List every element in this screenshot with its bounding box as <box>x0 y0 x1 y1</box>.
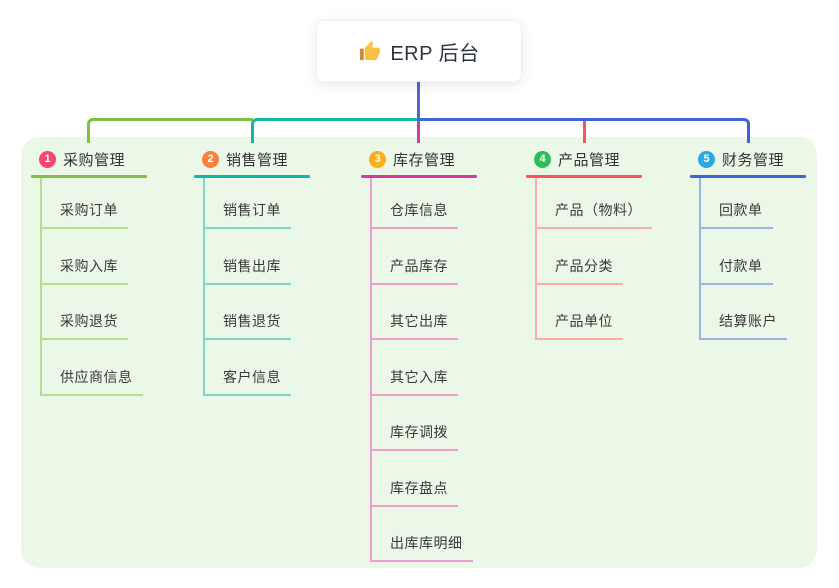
node-sales-order[interactable]: 销售订单 <box>205 178 291 229</box>
node-purchase-order[interactable]: 采购订单 <box>42 178 128 229</box>
root-title: ERP 后台 <box>390 42 480 65</box>
node-sales-outbound[interactable]: 销售出库 <box>205 229 291 285</box>
node-label: 产品库存 <box>390 257 448 274</box>
node-label: 仓库信息 <box>390 202 448 218</box>
priority-badge-1: 1 <box>39 150 56 168</box>
connector-branch5-elbow <box>417 118 750 143</box>
node-stock-taking[interactable]: 库存盘点 <box>372 451 458 507</box>
thumbs-up-icon <box>360 40 381 60</box>
branches-panel <box>21 137 817 568</box>
node-label: 销售退货 <box>223 313 281 329</box>
node-label: 产品（物料） <box>555 202 642 218</box>
branch-sales-management: 2 销售管理 销售订单 销售出库 销售退货 客户信息 <box>194 143 310 396</box>
node-sales-return[interactable]: 销售退货 <box>205 285 291 340</box>
node-label: 采购退货 <box>60 313 118 329</box>
branch-header-product[interactable]: 4 产品管理 <box>526 143 642 175</box>
branch-children: 仓库信息 产品库存 其它出库 其它入库 库存调拨 库存盘点 出库库明细 <box>370 178 477 562</box>
branch-inventory-management: 3 库存管理 仓库信息 产品库存 其它出库 其它入库 库存调拨 库存盘点 出库库… <box>361 143 477 562</box>
branch-underline <box>194 175 310 178</box>
node-label: 销售出库 <box>223 257 281 274</box>
node-label: 库存盘点 <box>390 479 448 496</box>
branch-children: 采购订单 采购入库 采购退货 供应商信息 <box>40 178 147 396</box>
node-label: 库存调拨 <box>390 424 448 440</box>
node-warehouse-info[interactable]: 仓库信息 <box>372 178 458 229</box>
node-label: 产品分类 <box>555 257 613 274</box>
node-label: 付款单 <box>719 257 763 274</box>
priority-badge-5: 5 <box>698 150 715 168</box>
priority-badge-2: 2 <box>202 150 219 168</box>
node-purchase-return[interactable]: 采购退货 <box>42 285 128 340</box>
branch-header-inventory[interactable]: 3 库存管理 <box>361 143 477 175</box>
node-purchase-inbound[interactable]: 采购入库 <box>42 229 128 285</box>
branch-label: 财务管理 <box>722 151 785 169</box>
node-label: 销售订单 <box>223 202 281 218</box>
node-settlement-account[interactable]: 结算账户 <box>701 285 787 340</box>
node-label: 结算账户 <box>719 313 777 329</box>
branch-underline <box>361 175 477 178</box>
node-receipt-bill[interactable]: 回款单 <box>701 178 773 229</box>
connector-root-vertical <box>416 82 420 121</box>
branch-children: 回款单 付款单 结算账户 <box>699 178 806 340</box>
node-label: 其它出库 <box>390 313 448 329</box>
branch-header-finance[interactable]: 5 财务管理 <box>690 143 806 175</box>
node-customer-info[interactable]: 客户信息 <box>205 340 291 396</box>
branch-header-sales[interactable]: 2 销售管理 <box>194 143 310 175</box>
priority-badge-4: 4 <box>534 150 551 168</box>
node-product-category[interactable]: 产品分类 <box>537 229 623 285</box>
node-label: 供应商信息 <box>60 368 133 385</box>
node-label: 客户信息 <box>223 368 281 385</box>
branch-children: 产品（物料） 产品分类 产品单位 <box>535 178 652 340</box>
node-stock-transfer[interactable]: 库存调拨 <box>372 396 458 451</box>
node-label: 出库库明细 <box>390 535 463 551</box>
node-label: 采购订单 <box>60 202 118 218</box>
node-other-outbound[interactable]: 其它出库 <box>372 285 458 340</box>
branch-header-purchase[interactable]: 1 采购管理 <box>31 143 147 175</box>
node-product-unit[interactable]: 产品单位 <box>537 285 623 340</box>
connector-branch2-elbow <box>250 118 418 143</box>
node-stock-detail[interactable]: 出库库明细 <box>372 507 473 562</box>
branch-label: 销售管理 <box>226 151 289 169</box>
branch-children: 销售订单 销售出库 销售退货 客户信息 <box>203 178 310 396</box>
branch-label: 产品管理 <box>558 151 621 169</box>
node-product-material[interactable]: 产品（物料） <box>537 178 652 229</box>
branch-purchase-management: 1 采购管理 采购订单 采购入库 采购退货 供应商信息 <box>31 143 147 396</box>
connector-branch3-drop <box>416 120 420 143</box>
node-label: 回款单 <box>719 202 763 218</box>
node-product-stock[interactable]: 产品库存 <box>372 229 458 285</box>
branch-underline <box>31 175 147 178</box>
branch-finance-management: 5 财务管理 回款单 付款单 结算账户 <box>690 143 806 340</box>
branch-product-management: 4 产品管理 产品（物料） 产品分类 产品单位 <box>526 143 652 340</box>
node-label: 采购入库 <box>60 257 118 274</box>
connector-branch4-drop <box>582 118 586 143</box>
node-other-inbound[interactable]: 其它入库 <box>372 340 458 396</box>
node-label: 产品单位 <box>555 313 613 329</box>
root-node-erp[interactable]: ERP 后台 <box>316 20 522 82</box>
connector-branch1-elbow <box>86 118 253 143</box>
node-supplier-info[interactable]: 供应商信息 <box>42 340 143 396</box>
node-payment-bill[interactable]: 付款单 <box>701 229 773 285</box>
branch-label: 库存管理 <box>393 151 456 169</box>
branch-underline <box>690 175 806 178</box>
branch-label: 采购管理 <box>63 151 126 169</box>
branch-underline <box>526 175 642 178</box>
node-label: 其它入库 <box>390 368 448 385</box>
priority-badge-3: 3 <box>369 150 386 168</box>
